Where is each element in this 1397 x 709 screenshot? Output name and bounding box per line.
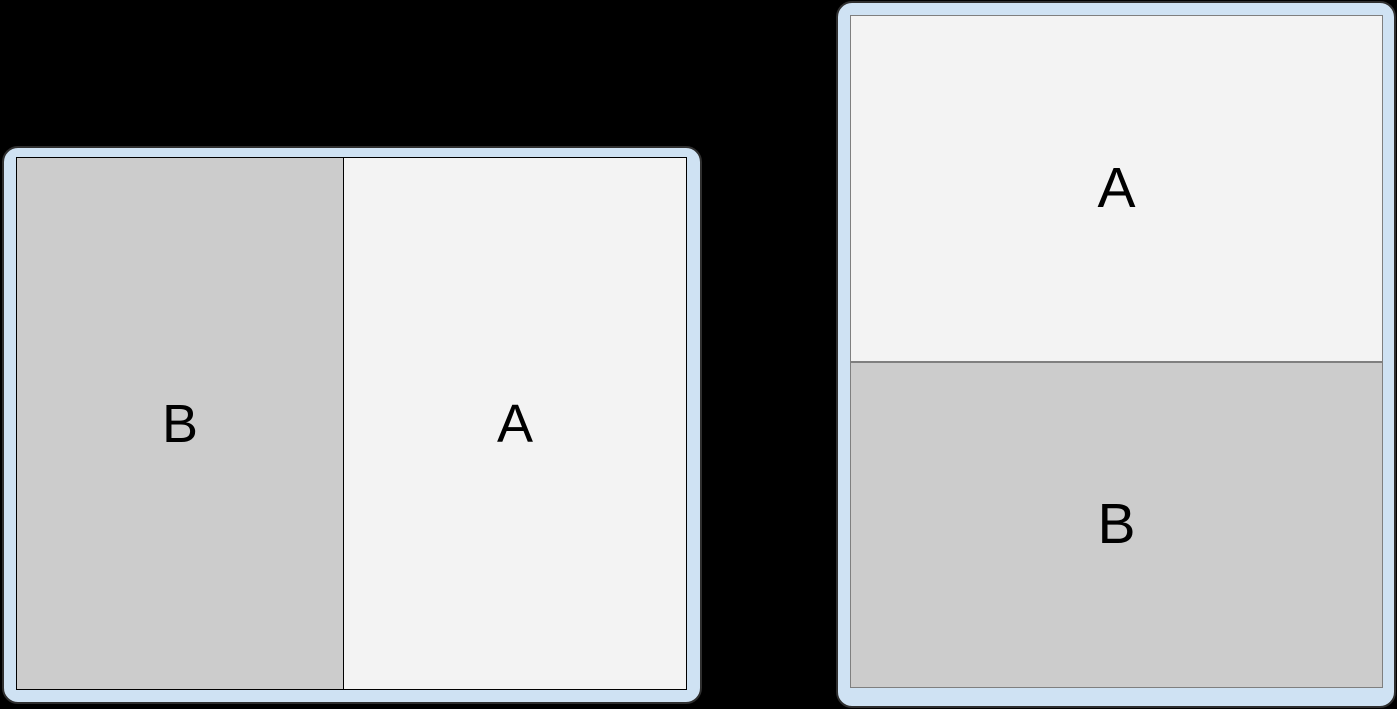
pane-a-label: A bbox=[1097, 155, 1136, 220]
pane-b-bottom: B bbox=[851, 361, 1382, 687]
split-container-vertical: A B bbox=[850, 15, 1383, 688]
split-container-horizontal: B A bbox=[16, 157, 687, 690]
pane-b-label: B bbox=[1097, 492, 1136, 557]
pane-a-right: A bbox=[344, 158, 686, 689]
split-frame-vertical: A B bbox=[836, 1, 1396, 708]
pane-a-label: A bbox=[497, 393, 534, 454]
pane-a-top: A bbox=[851, 16, 1382, 362]
pane-b-left: B bbox=[17, 158, 345, 689]
pane-b-label: B bbox=[162, 393, 199, 454]
split-frame-horizontal: B A bbox=[2, 146, 702, 704]
